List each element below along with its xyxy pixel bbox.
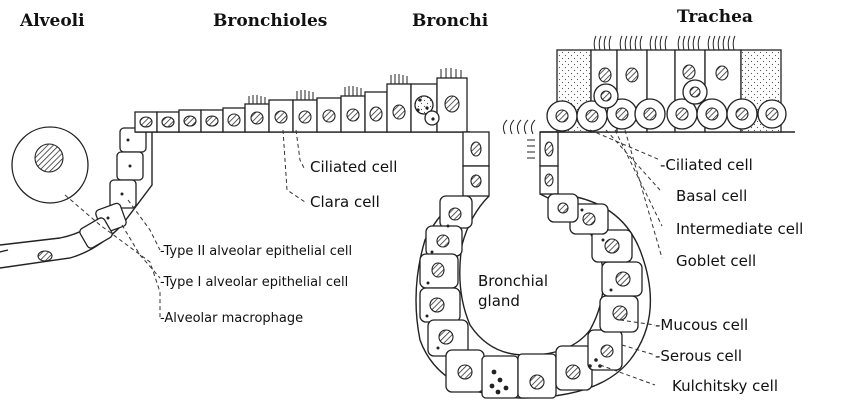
label-kulchitsky-cell: Kulchitsky cell [672,377,778,395]
bronchiole-cuboidal-row [135,108,245,132]
label-alveolar-macrophage: -Alveolar macrophage [160,311,303,326]
bronchiole-epithelium [135,68,470,132]
label-bronchial-gland-1: Bronchial [478,272,548,290]
label-serous-cell: -Serous cell [655,347,742,365]
label-ciliated-cell-trachea: -Ciliated cell [660,156,753,174]
type2-alveolar-cells [78,128,146,250]
label-ciliated-cell-bronchiole: Ciliated cell [310,158,397,176]
alveolar-macrophage [12,127,88,203]
label-goblet-cell: Goblet cell [676,252,756,270]
bronchial-gland [416,120,650,398]
bronchiole-columnar-row [245,78,467,132]
label-type1-cell: -Type I alveolar epithelial cell [160,275,348,290]
heading-bronchi: Bronchi [412,11,489,31]
label-type2-cell: -Type II alveolar epithelial cell [160,244,352,259]
heading-bronchioles: Bronchioles [213,11,327,31]
label-intermediate-cell: Intermediate cell [676,220,803,238]
trachea-epithelium [540,36,795,132]
gland-cells [420,194,642,398]
label-clara-cell: Clara cell [310,193,380,211]
heading-trachea: Trachea [677,7,753,27]
label-mucous-cell: -Mucous cell [655,316,748,334]
heading-alveoli: Alveoli [19,11,85,31]
label-bronchial-gland-2: gland [478,292,520,310]
label-basal-cell: Basal cell [676,187,747,205]
